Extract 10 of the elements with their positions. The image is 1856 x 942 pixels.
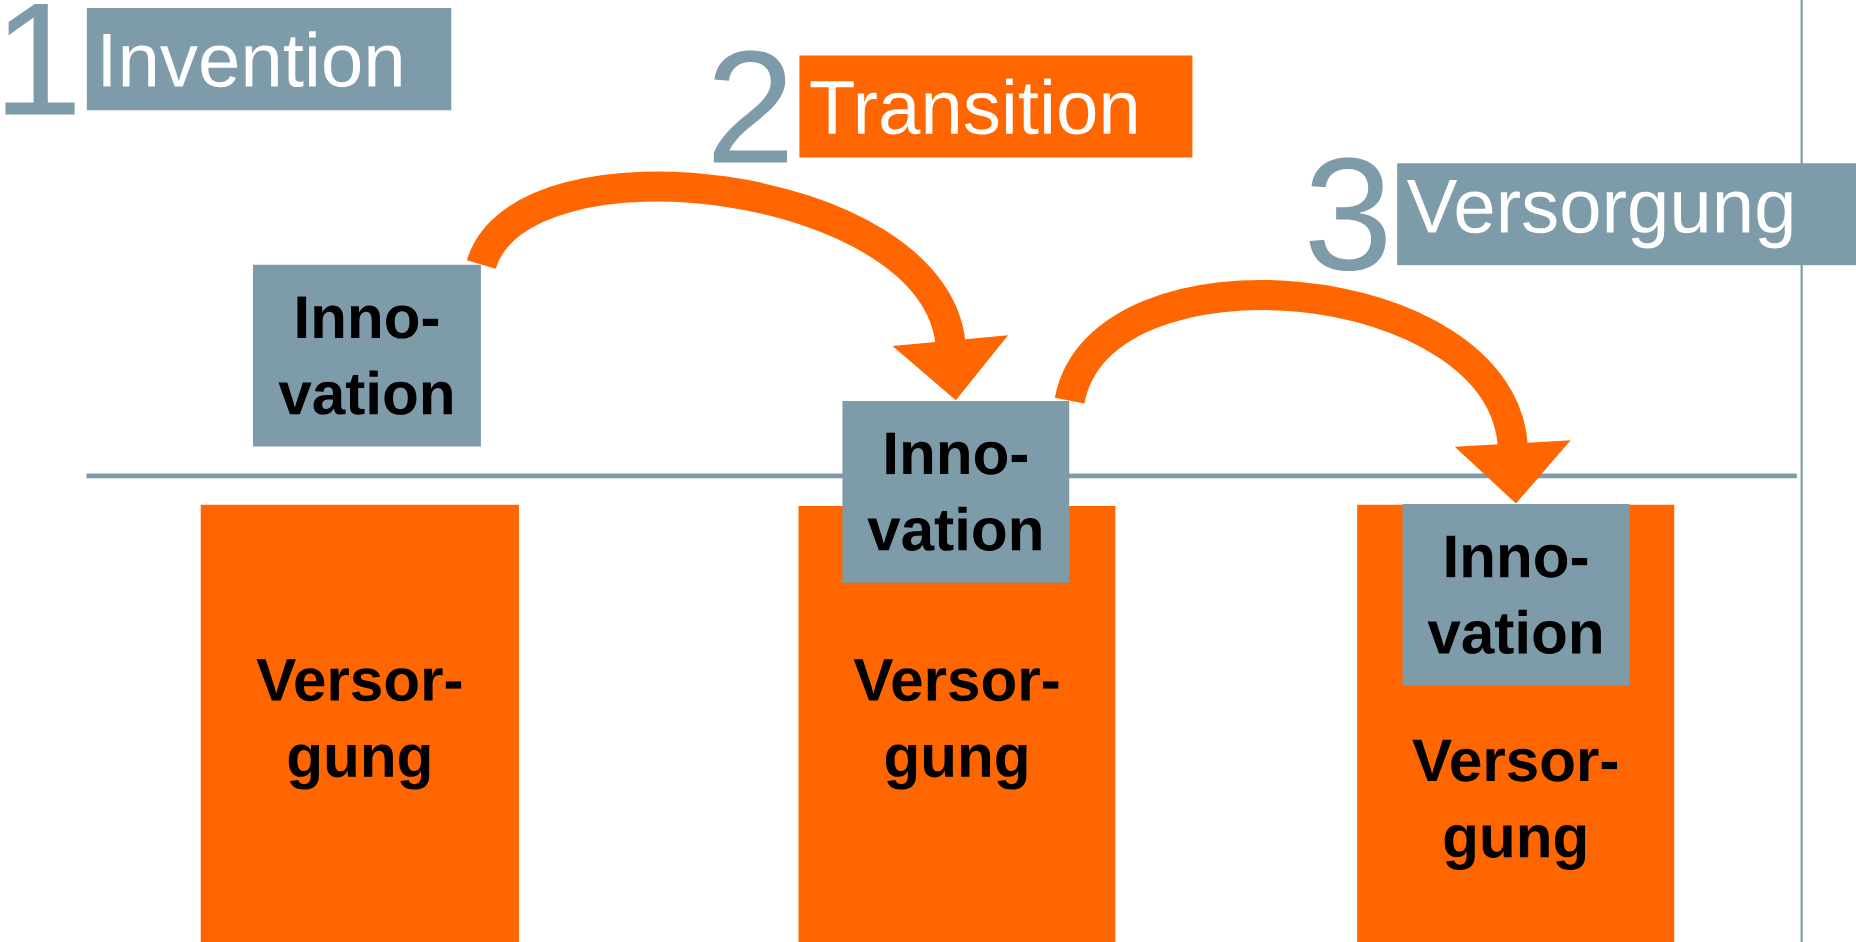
heading-box: Transition bbox=[799, 55, 1193, 158]
innovation-box: Inno- vation bbox=[252, 264, 481, 447]
heading-box: Invention bbox=[86, 8, 452, 111]
step-number: 2 bbox=[713, 50, 787, 163]
supply-box: Versor- gung bbox=[200, 504, 519, 942]
step-number: 1 bbox=[5, 3, 75, 115]
heading-box: Versorgung bbox=[1397, 163, 1856, 266]
step-number: 3 bbox=[1309, 157, 1386, 271]
innovation-box: Inno- vation bbox=[842, 400, 1070, 583]
innovation-box: Inno- vation bbox=[1402, 503, 1630, 686]
